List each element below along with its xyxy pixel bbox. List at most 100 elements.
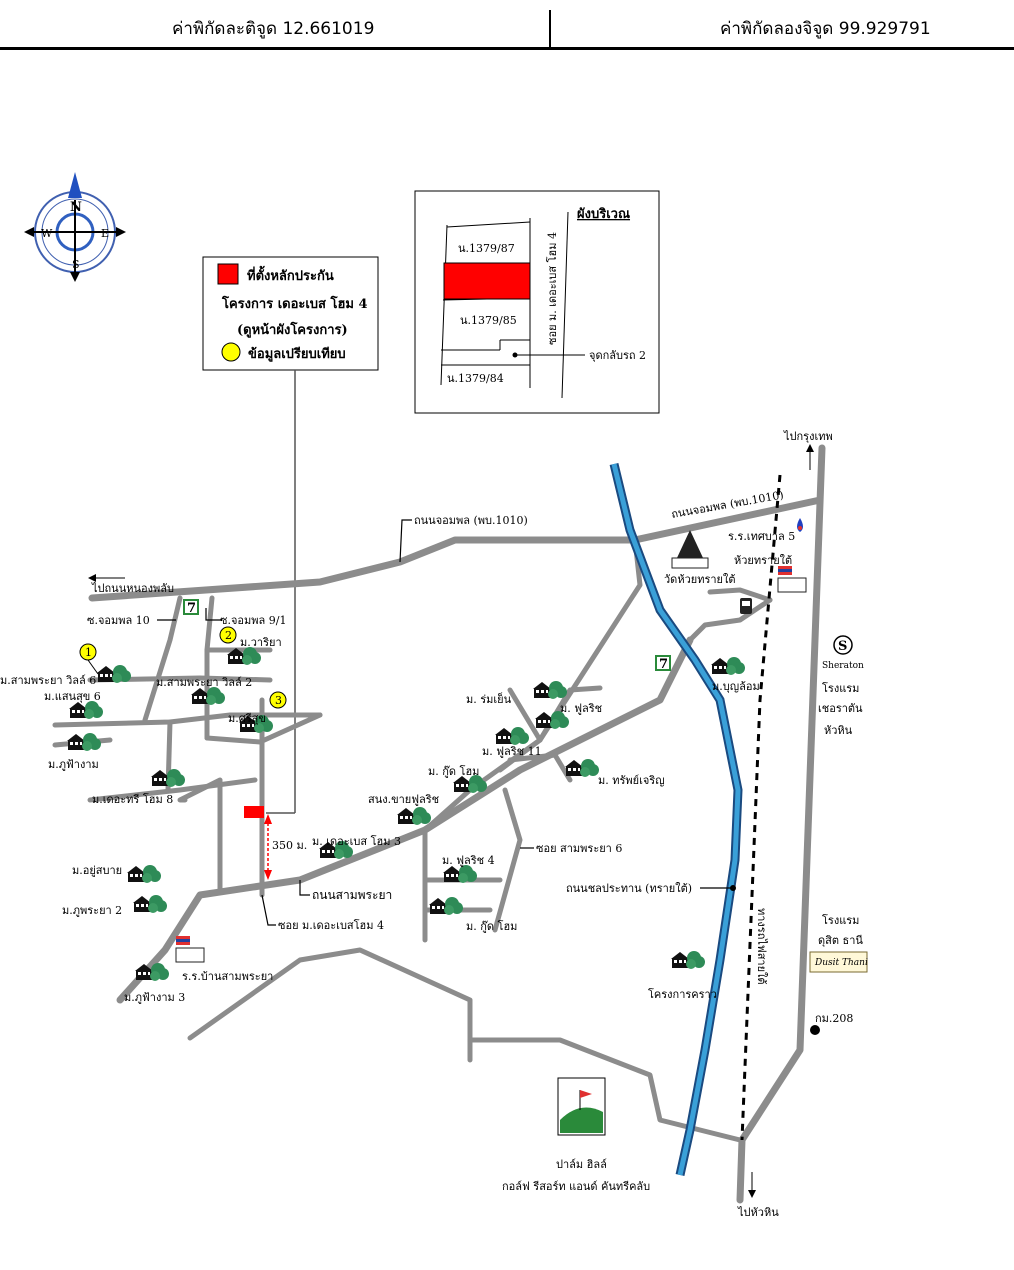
site-plan-inset: น.1379/87 น.1379/85 น.1379/84 ผังบริเวณ … <box>414 190 660 414</box>
legend-line4: ข้อมูลเปรียบเทียบ <box>248 346 346 362</box>
label-soi-jompol-9-1: ซ.จอมพล 9/1 <box>220 614 286 627</box>
subject-marker-legend <box>217 263 239 285</box>
label-m-fulrich4: ม. ฟูลริช 4 <box>442 854 495 867</box>
label-km208: กม.208 <box>815 1012 853 1025</box>
label-soi-thebase4: ซอย ม.เดอะเบสโฮม 4 <box>278 918 384 932</box>
label-m-samphraya-villa6: ม.สามพระยา วิลล์ 6 <box>0 674 96 687</box>
house-icon <box>69 701 103 719</box>
label-m-rommyen: ม. ร่มเย็น <box>466 692 512 706</box>
inset-soi-label: ซอย ม. เดอะเบส โฮม 4 <box>545 232 559 345</box>
svg-text:2: 2 <box>225 629 232 642</box>
comparable-1-marker: 1 <box>79 643 99 675</box>
label-to-nongphlap: ไปถนนหนองพลับ <box>91 582 174 595</box>
house-icon <box>711 657 745 675</box>
label-m-saensuk6: ม.แสนสุข 6 <box>44 690 101 703</box>
house-icon <box>127 865 161 883</box>
compass-n: N <box>70 200 82 215</box>
compass-s: S <box>72 258 80 271</box>
label-m-phuphaya2: ม.ภูพระยา 2 <box>62 904 122 917</box>
svg-text:7: 7 <box>659 657 668 672</box>
arrow-to-bangkok-icon <box>806 444 814 470</box>
header-divider <box>549 10 551 48</box>
label-m-thebase-home3: ม. เดอะเบส โฮม 3 <box>312 834 401 848</box>
comparable-3-marker: 3 <box>269 691 287 709</box>
label-m-phufangam: ม.ภูฟ้างาม <box>48 758 99 771</box>
label-m-warisa: ม.วาริยา <box>240 636 282 649</box>
label-sheraton-2: เชอราตัน <box>818 702 863 715</box>
legend-line3: (ดูหน้าผังโครงการ) <box>237 321 348 338</box>
label-school-thesaban5: ร.ร.เทศบาล 5 <box>728 530 795 543</box>
label-palm-hills-2: กอล์ฟ รีสอร์ท แอนด์ คันทรีคลับ <box>502 1180 650 1193</box>
label-soi-jompol-10: ซ.จอมพล 10 <box>87 614 150 627</box>
label-sheraton-1: โรงแรม <box>822 681 859 695</box>
house-icon <box>67 733 101 751</box>
irrigation-canal <box>609 462 743 1176</box>
railway-line <box>740 474 782 1141</box>
subject-plot <box>443 262 531 300</box>
label-wat-huaisai: วัดห้วยทรายใต้ <box>664 573 736 586</box>
longitude-label: ค่าพิกัดลองจิจูด 99.929791 <box>720 19 931 39</box>
gas-station-icon <box>797 518 803 532</box>
label-dusit-2: ดุสิต ธานี <box>818 934 863 947</box>
svg-text:3: 3 <box>275 694 282 707</box>
legend-line2: โครงการ เดอะเบส โฮม 4 <box>221 295 368 312</box>
map-labels: ไปกรุงเทพ ไปหัวหิน ไปถนนหนองพลับ ถนนจอมพ… <box>0 430 868 1219</box>
label-project-krao: โครงการคราว <box>648 987 717 1001</box>
label-m-srisuk: ม.ศรีสุข <box>228 712 266 725</box>
latitude-label: ค่าพิกัดละติจูด 12.661019 <box>172 19 375 39</box>
label-to-bangkok: ไปกรุงเทพ <box>783 430 833 443</box>
legend-box: ที่ตั้งหลักประกัน โครงการ เดอะเบส โฮม 4 … <box>202 256 379 371</box>
label-to-huahin: ไปหัวหิน <box>737 1206 779 1219</box>
label-m-good-home: ม. กู๊ด โฮม <box>428 764 479 778</box>
palm-hills-golf-logo <box>557 1077 606 1136</box>
house-icon <box>671 951 705 969</box>
label-railway: ทางรถไฟสายใต้ <box>755 908 768 985</box>
plot-84: น.1379/84 <box>447 372 504 385</box>
site-plan-title: ผังบริเวณ <box>577 207 630 222</box>
arrow-to-nongphlap-icon <box>88 574 125 582</box>
house-icon <box>133 895 167 913</box>
svg-text:1: 1 <box>85 646 92 659</box>
label-dusit-logo: Dusit Thani <box>814 958 868 968</box>
label-m-fulrich: ม. ฟูลริช <box>560 702 602 715</box>
seven-eleven-icon: 7 <box>655 655 671 672</box>
km208-marker <box>810 1025 820 1035</box>
village-icons <box>67 647 745 981</box>
label-m-phufangam3: ม.ภูฟ้างาม 3 <box>124 991 185 1004</box>
house-icon <box>533 681 567 699</box>
house-icon <box>97 665 131 683</box>
plot-85: น.1379/85 <box>460 314 517 327</box>
house-icon <box>429 897 463 915</box>
label-m-sapcharoen: ม. ทรัพย์เจริญ <box>598 774 665 787</box>
school-icon <box>175 936 205 963</box>
label-m-bunlom: ม.บุญล้อม <box>712 680 760 693</box>
label-soi-samphraya6: ซอย สามพระยา 6 <box>536 842 622 855</box>
turnaround-label: จุดกลับรถ 2 <box>589 349 646 362</box>
label-samphraya-road: ถนนสามพระยา <box>312 888 392 902</box>
label-dusit-1: โรงแรม <box>822 913 859 927</box>
label-m-good-home2: ม. กู๊ด โฮม <box>466 919 517 933</box>
house-icon <box>443 865 477 883</box>
label-sheraton-brand: Sheraton <box>822 661 864 671</box>
label-palm-hills-1: ปาล์ม ฮิลล์ <box>556 1158 607 1171</box>
comparable-marker-legend <box>221 342 241 362</box>
svg-text:S: S <box>838 639 847 654</box>
label-m-thetree-home8: ม.เดอะทรี โฮม 8 <box>92 792 173 806</box>
compass-w: W <box>41 227 53 240</box>
label-chonprathan-road: ถนนชลประทาน (ทรายใต้) <box>566 882 692 895</box>
label-jompol-road-2: ถนนจอมพล (พบ.1010) <box>670 488 784 521</box>
label-sheraton-3: หัวหิน <box>824 724 853 737</box>
label-sanong-fulrich: สนง.ขายฟูลริช <box>368 793 439 806</box>
house-icon <box>565 759 599 777</box>
label-m-samphraya-villa2: ม.สามพระยา วิลล์ 2 <box>156 676 252 689</box>
label-m-fulrich11: ม. ฟูลริช 11 <box>482 745 542 758</box>
label-m-yusabai: ม.อยู่สบาย <box>72 864 122 877</box>
svg-text:7: 7 <box>187 601 196 616</box>
dusit-thani-logo <box>809 951 868 973</box>
school-icon <box>777 566 807 593</box>
legend-line1: ที่ตั้งหลักประกัน <box>247 265 334 284</box>
label-school-ban-samphraya: ร.ร.บ้านสามพระยา <box>182 970 273 983</box>
label-school-huaisai: ห้วยทรายใต้ <box>734 554 792 567</box>
plot-87: น.1379/87 <box>458 242 515 255</box>
